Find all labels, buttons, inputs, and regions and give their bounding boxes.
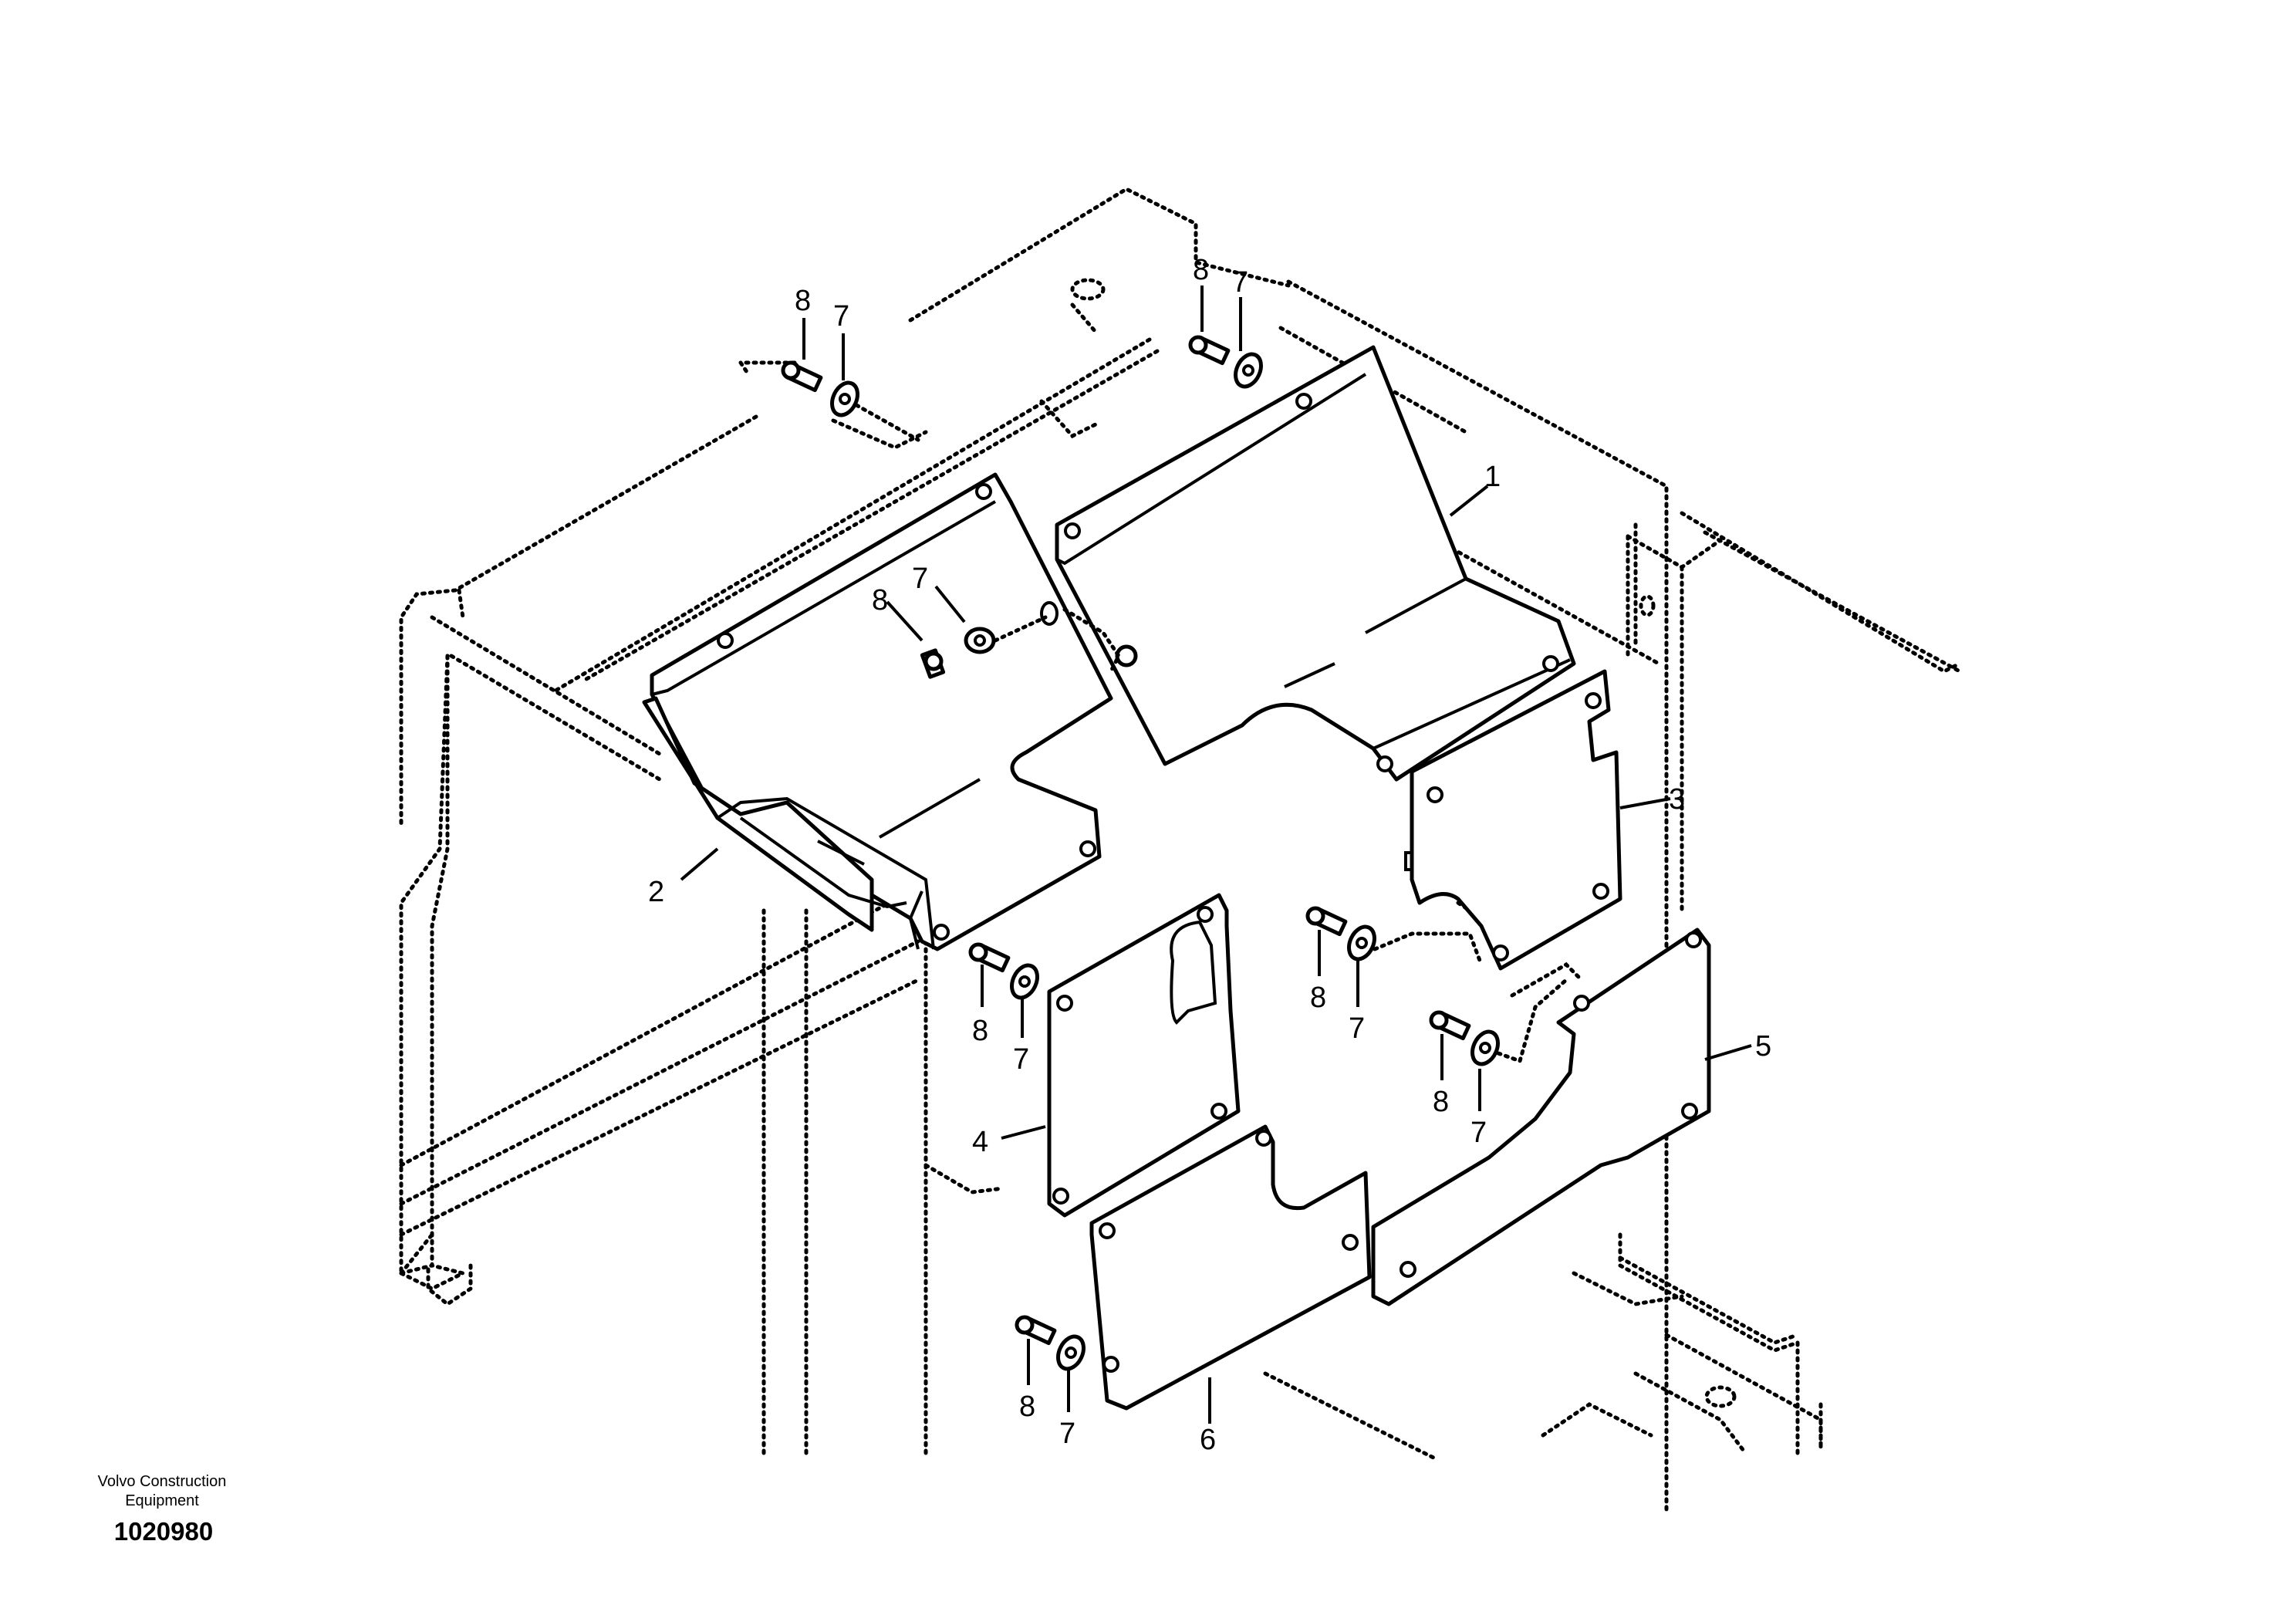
part-6-panel: [1089, 1124, 1372, 1411]
brand-line-2: Equipment: [125, 1492, 199, 1509]
callout-8-top-left: 8: [795, 285, 811, 317]
callout-4: 4: [972, 1126, 988, 1158]
fastener-set-top-right: [1188, 335, 1263, 389]
fastener-set-right-mid: [1429, 978, 1568, 1066]
part-3-panel: [1404, 669, 1622, 971]
callout-7-top-left: 7: [833, 300, 849, 333]
part-5-panel: [1371, 928, 1711, 1306]
fastener-set-bottom: [1015, 1315, 1086, 1371]
part-1-cover-plate: [1055, 345, 1576, 782]
callout-3: 3: [1669, 783, 1685, 816]
callout-7-center-mid: 7: [1349, 1012, 1365, 1045]
brand-caption: Volvo Construction Equipment: [62, 1472, 262, 1511]
callout-5: 5: [1755, 1030, 1771, 1063]
part-2-duct-cover: [642, 472, 1113, 951]
brand-line-1: Volvo Construction: [97, 1473, 227, 1490]
callout-7-top-right: 7: [1232, 266, 1248, 299]
callout-leaders: [680, 286, 1752, 1424]
callout-8-center-mid: 8: [1310, 982, 1326, 1014]
fastener-set-left-mid: [968, 942, 1039, 1000]
callout-8-center: 8: [872, 584, 888, 617]
callout-7-center: 7: [912, 563, 928, 595]
cab-frame-outline: [399, 187, 1962, 1515]
fastener-set-top-left: [781, 360, 920, 442]
callout-8-top-right: 8: [1193, 254, 1209, 286]
callout-8-right-mid: 8: [1433, 1086, 1449, 1118]
callout-2: 2: [648, 876, 664, 908]
callout-7-right-mid: 7: [1470, 1117, 1487, 1149]
callout-6: 6: [1200, 1424, 1216, 1456]
drawing-number: 1020980: [113, 1517, 214, 1546]
part-4-panel: [1047, 893, 1241, 1218]
callout-8-bottom: 8: [1019, 1391, 1035, 1423]
fastener-set-center: [920, 601, 1138, 679]
callout-7-left-mid: 7: [1013, 1043, 1029, 1076]
callout-8-left-mid: 8: [972, 1015, 988, 1047]
callout-labels: 1 2 3 4 5 6 8 7 8 7 8 7 8 7 8 7 8 7 8 7: [648, 254, 1771, 1456]
callout-1: 1: [1484, 461, 1501, 493]
callout-7-bottom: 7: [1059, 1418, 1075, 1450]
fastener-set-center-mid: [1305, 906, 1484, 967]
